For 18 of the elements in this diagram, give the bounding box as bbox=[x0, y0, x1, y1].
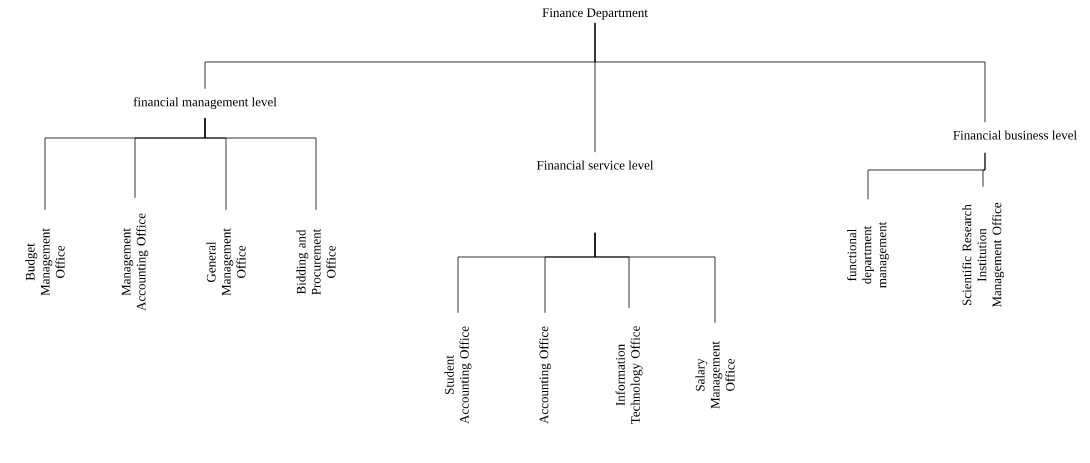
department-label: Finance Department bbox=[542, 8, 648, 20]
level-label: financial management level bbox=[133, 97, 277, 109]
office-label: Salary Management Office bbox=[695, 341, 735, 409]
office-label: Scientific Research Institution Management Office bbox=[962, 202, 1004, 308]
office-label: Information Technology Office bbox=[615, 326, 643, 424]
level-label: Financial business level bbox=[953, 130, 1077, 140]
connector-line bbox=[982, 152, 986, 188]
office-label: General Management Office bbox=[206, 228, 246, 296]
office-label: Management Accounting Office bbox=[121, 213, 149, 311]
office-label: Student Accounting Office bbox=[444, 326, 472, 424]
office-label: Budget Management Office bbox=[25, 228, 65, 296]
office-label: Bidding and Procurement Office bbox=[296, 228, 336, 295]
connector-line bbox=[204, 117, 317, 211]
connector-line bbox=[594, 232, 716, 324]
connector-line bbox=[594, 22, 986, 123]
level-label: Financial service level bbox=[536, 160, 654, 170]
office-label: Accounting Office bbox=[539, 326, 551, 424]
office-label: functional department management bbox=[847, 221, 889, 288]
